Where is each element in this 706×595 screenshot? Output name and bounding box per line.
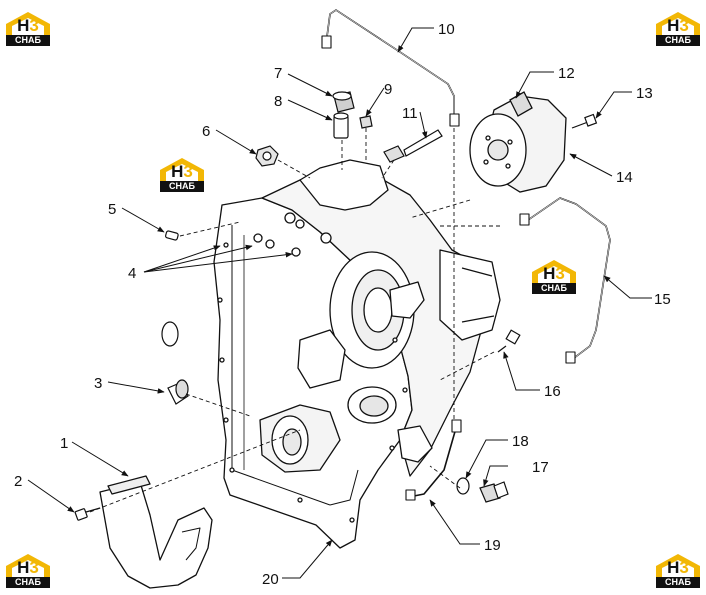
- leader-lines: [27, 27, 652, 579]
- logo-subtitle: СНАБ: [6, 577, 50, 588]
- callout-6: 6: [202, 123, 210, 140]
- logo-letter: Н: [17, 558, 30, 577]
- callout-5: 5: [108, 201, 116, 218]
- watermark-logo-top-left: Н3 СНАБ: [4, 4, 52, 48]
- callout-10: 10: [438, 21, 455, 38]
- callout-16: 16: [544, 383, 561, 400]
- callout-1: 1: [60, 435, 68, 452]
- logo-digit: 3: [679, 16, 689, 35]
- callout-18: 18: [512, 433, 529, 450]
- callout-3: 3: [94, 375, 102, 392]
- bottom-guard: [99, 475, 213, 589]
- callout-13: 13: [636, 85, 653, 102]
- bolt-13: [571, 113, 598, 129]
- callout-17: 17: [532, 459, 549, 476]
- callout-9: 9: [384, 81, 392, 98]
- callout-numbers: 1 2 3 4 5 6 7 8 9 10 11 12 13 14 15 16 1…: [14, 21, 671, 588]
- bolt-2: [74, 507, 101, 521]
- callout-12: 12: [558, 65, 575, 82]
- transmission-housing: [213, 159, 501, 549]
- logo-digit: 3: [555, 264, 565, 283]
- callout-20: 20: [262, 571, 279, 588]
- logo-digit: 3: [183, 162, 193, 181]
- sensor-11: [383, 129, 443, 163]
- pump-12-14: [469, 91, 567, 193]
- logo-subtitle: СНАБ: [6, 35, 50, 46]
- callout-4: 4: [128, 265, 136, 282]
- callout-14: 14: [616, 169, 633, 186]
- fitting-9: [359, 115, 373, 129]
- logo-subtitle: СНАБ: [656, 35, 700, 46]
- assembly-lines: [89, 128, 500, 513]
- callout-15: 15: [654, 291, 671, 308]
- pipe-19: [405, 419, 462, 501]
- callout-2: 2: [14, 473, 22, 490]
- watermark-logo-bottom-right: Н3 СНАБ: [654, 546, 702, 590]
- callout-8: 8: [274, 93, 282, 110]
- watermark-logo-bottom-left: Н3 СНАБ: [4, 546, 52, 590]
- watermark-logo-center-left: Н3 СНАБ: [158, 150, 206, 194]
- logo-subtitle: СНАБ: [532, 283, 576, 294]
- logo-letter: Н: [667, 16, 680, 35]
- dowel-pin-5: [165, 230, 179, 241]
- watermark-logo-top-right: Н3 СНАБ: [654, 4, 702, 48]
- fitting-6: [255, 145, 279, 167]
- sensor-17: [479, 481, 509, 503]
- logo-subtitle: СНАБ: [656, 577, 700, 588]
- logo-digit: 3: [679, 558, 689, 577]
- o-ring-18: [456, 477, 470, 495]
- logo-subtitle: СНАБ: [160, 181, 204, 192]
- logo-letter: Н: [667, 558, 680, 577]
- bolt-16: [497, 329, 521, 353]
- logo-letter: Н: [543, 264, 556, 283]
- logo-letter: Н: [171, 162, 184, 181]
- logo-digit: 3: [29, 16, 39, 35]
- logo-digit: 3: [29, 558, 39, 577]
- sleeve-8: [333, 112, 349, 139]
- logo-letter: Н: [17, 16, 30, 35]
- plug-3: [161, 321, 189, 405]
- pipe-15: [519, 197, 611, 364]
- cap-7: [332, 91, 355, 113]
- callout-19: 19: [484, 537, 501, 554]
- watermark-logo-center-right: Н3 СНАБ: [530, 252, 578, 296]
- callout-7: 7: [274, 65, 282, 82]
- callout-11: 11: [402, 105, 418, 122]
